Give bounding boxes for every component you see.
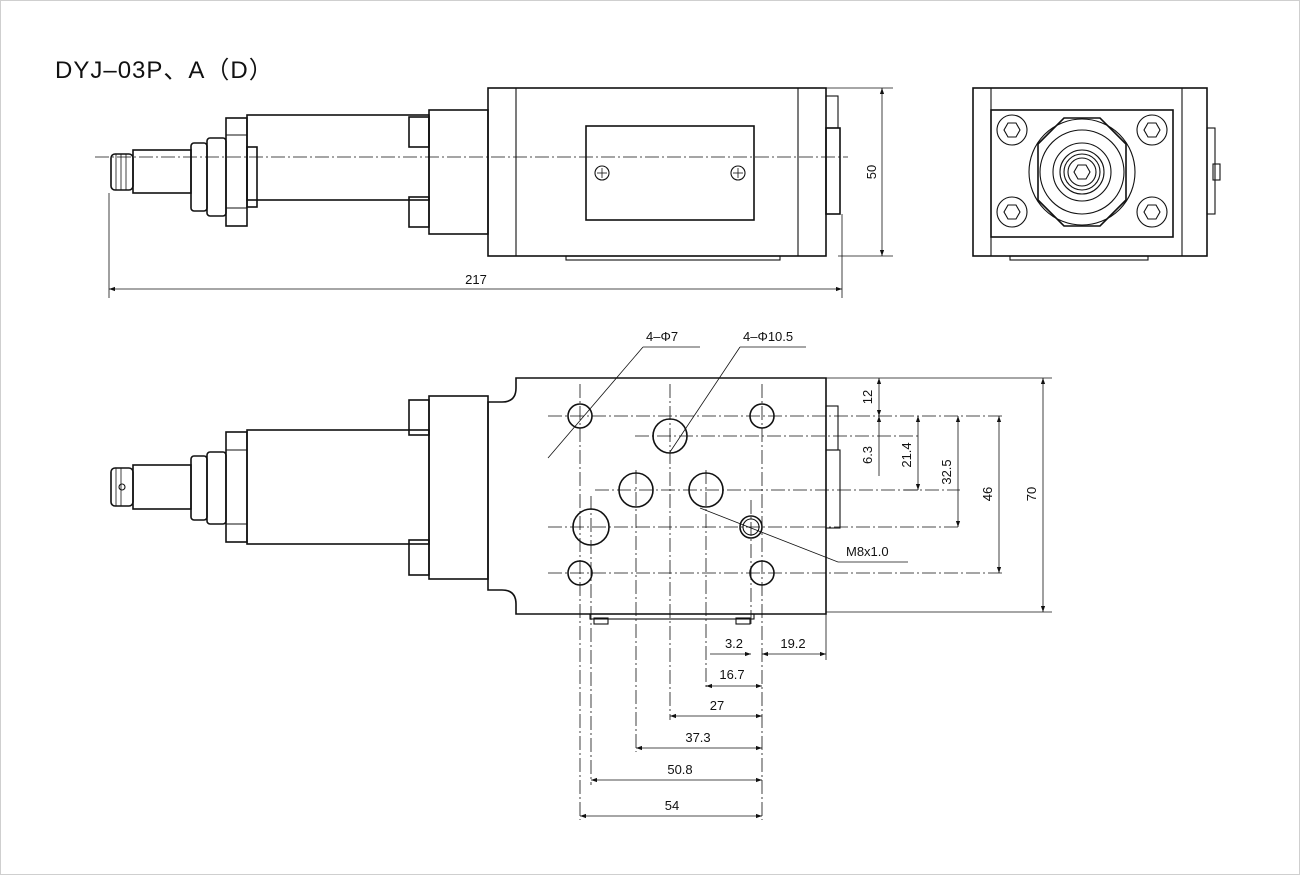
horizontal-dimensions: 3.2 19.2 16.7 27 37.3 50.8 54 <box>580 612 827 819</box>
hole-centerlines <box>548 384 1005 820</box>
hole-callouts: 4–Φ7 4–Φ10.5 M8x1.0 <box>547 329 908 563</box>
svg-text:3.2: 3.2 <box>725 636 743 651</box>
svg-text:70: 70 <box>1024 487 1039 501</box>
svg-text:16.7: 16.7 <box>719 667 744 682</box>
svg-text:4–Φ7: 4–Φ7 <box>646 329 678 344</box>
dim-side-height: 50 <box>826 87 893 257</box>
drawing-title: DYJ–03P、A（D） <box>55 57 274 84</box>
dim-overall-length: 217 <box>108 193 843 298</box>
svg-text:46: 46 <box>980 487 995 501</box>
svg-text:19.2: 19.2 <box>780 636 805 651</box>
bolt-icon <box>1136 196 1168 228</box>
svg-text:M8x1.0: M8x1.0 <box>846 544 889 559</box>
port-hole <box>618 472 654 508</box>
svg-text:12: 12 <box>860 390 875 404</box>
svg-text:21.4: 21.4 <box>899 442 914 467</box>
bolt-icon <box>1136 114 1168 146</box>
mount-hole <box>749 403 775 429</box>
svg-text:4–Φ10.5: 4–Φ10.5 <box>743 329 793 344</box>
port-view <box>110 377 1005 820</box>
vertical-dimensions: 12 6.3 21.4 32.5 46 70 <box>826 377 1052 613</box>
svg-text:50: 50 <box>864 165 879 179</box>
svg-text:217: 217 <box>465 272 487 287</box>
valve-body <box>487 87 827 257</box>
side-view <box>95 87 848 261</box>
bolt-icon <box>996 114 1028 146</box>
mount-hole <box>567 560 593 586</box>
mount-hole <box>749 560 775 586</box>
svg-text:37.3: 37.3 <box>685 730 710 745</box>
screw-icon <box>730 165 746 181</box>
threaded-hole <box>739 515 763 539</box>
svg-text:32.5: 32.5 <box>939 459 954 484</box>
port-hole <box>652 418 688 454</box>
bolt-icon <box>996 196 1028 228</box>
svg-text:27: 27 <box>710 698 724 713</box>
port-hole <box>572 508 610 546</box>
screw-icon <box>594 165 610 181</box>
hex-nut-icon <box>1028 117 1136 227</box>
end-view <box>972 87 1221 261</box>
port-hole <box>688 472 724 508</box>
mount-hole <box>567 403 593 429</box>
svg-text:6.3: 6.3 <box>860 446 875 464</box>
svg-text:50.8: 50.8 <box>667 762 692 777</box>
nameplate <box>585 125 755 221</box>
svg-text:54: 54 <box>665 798 679 813</box>
